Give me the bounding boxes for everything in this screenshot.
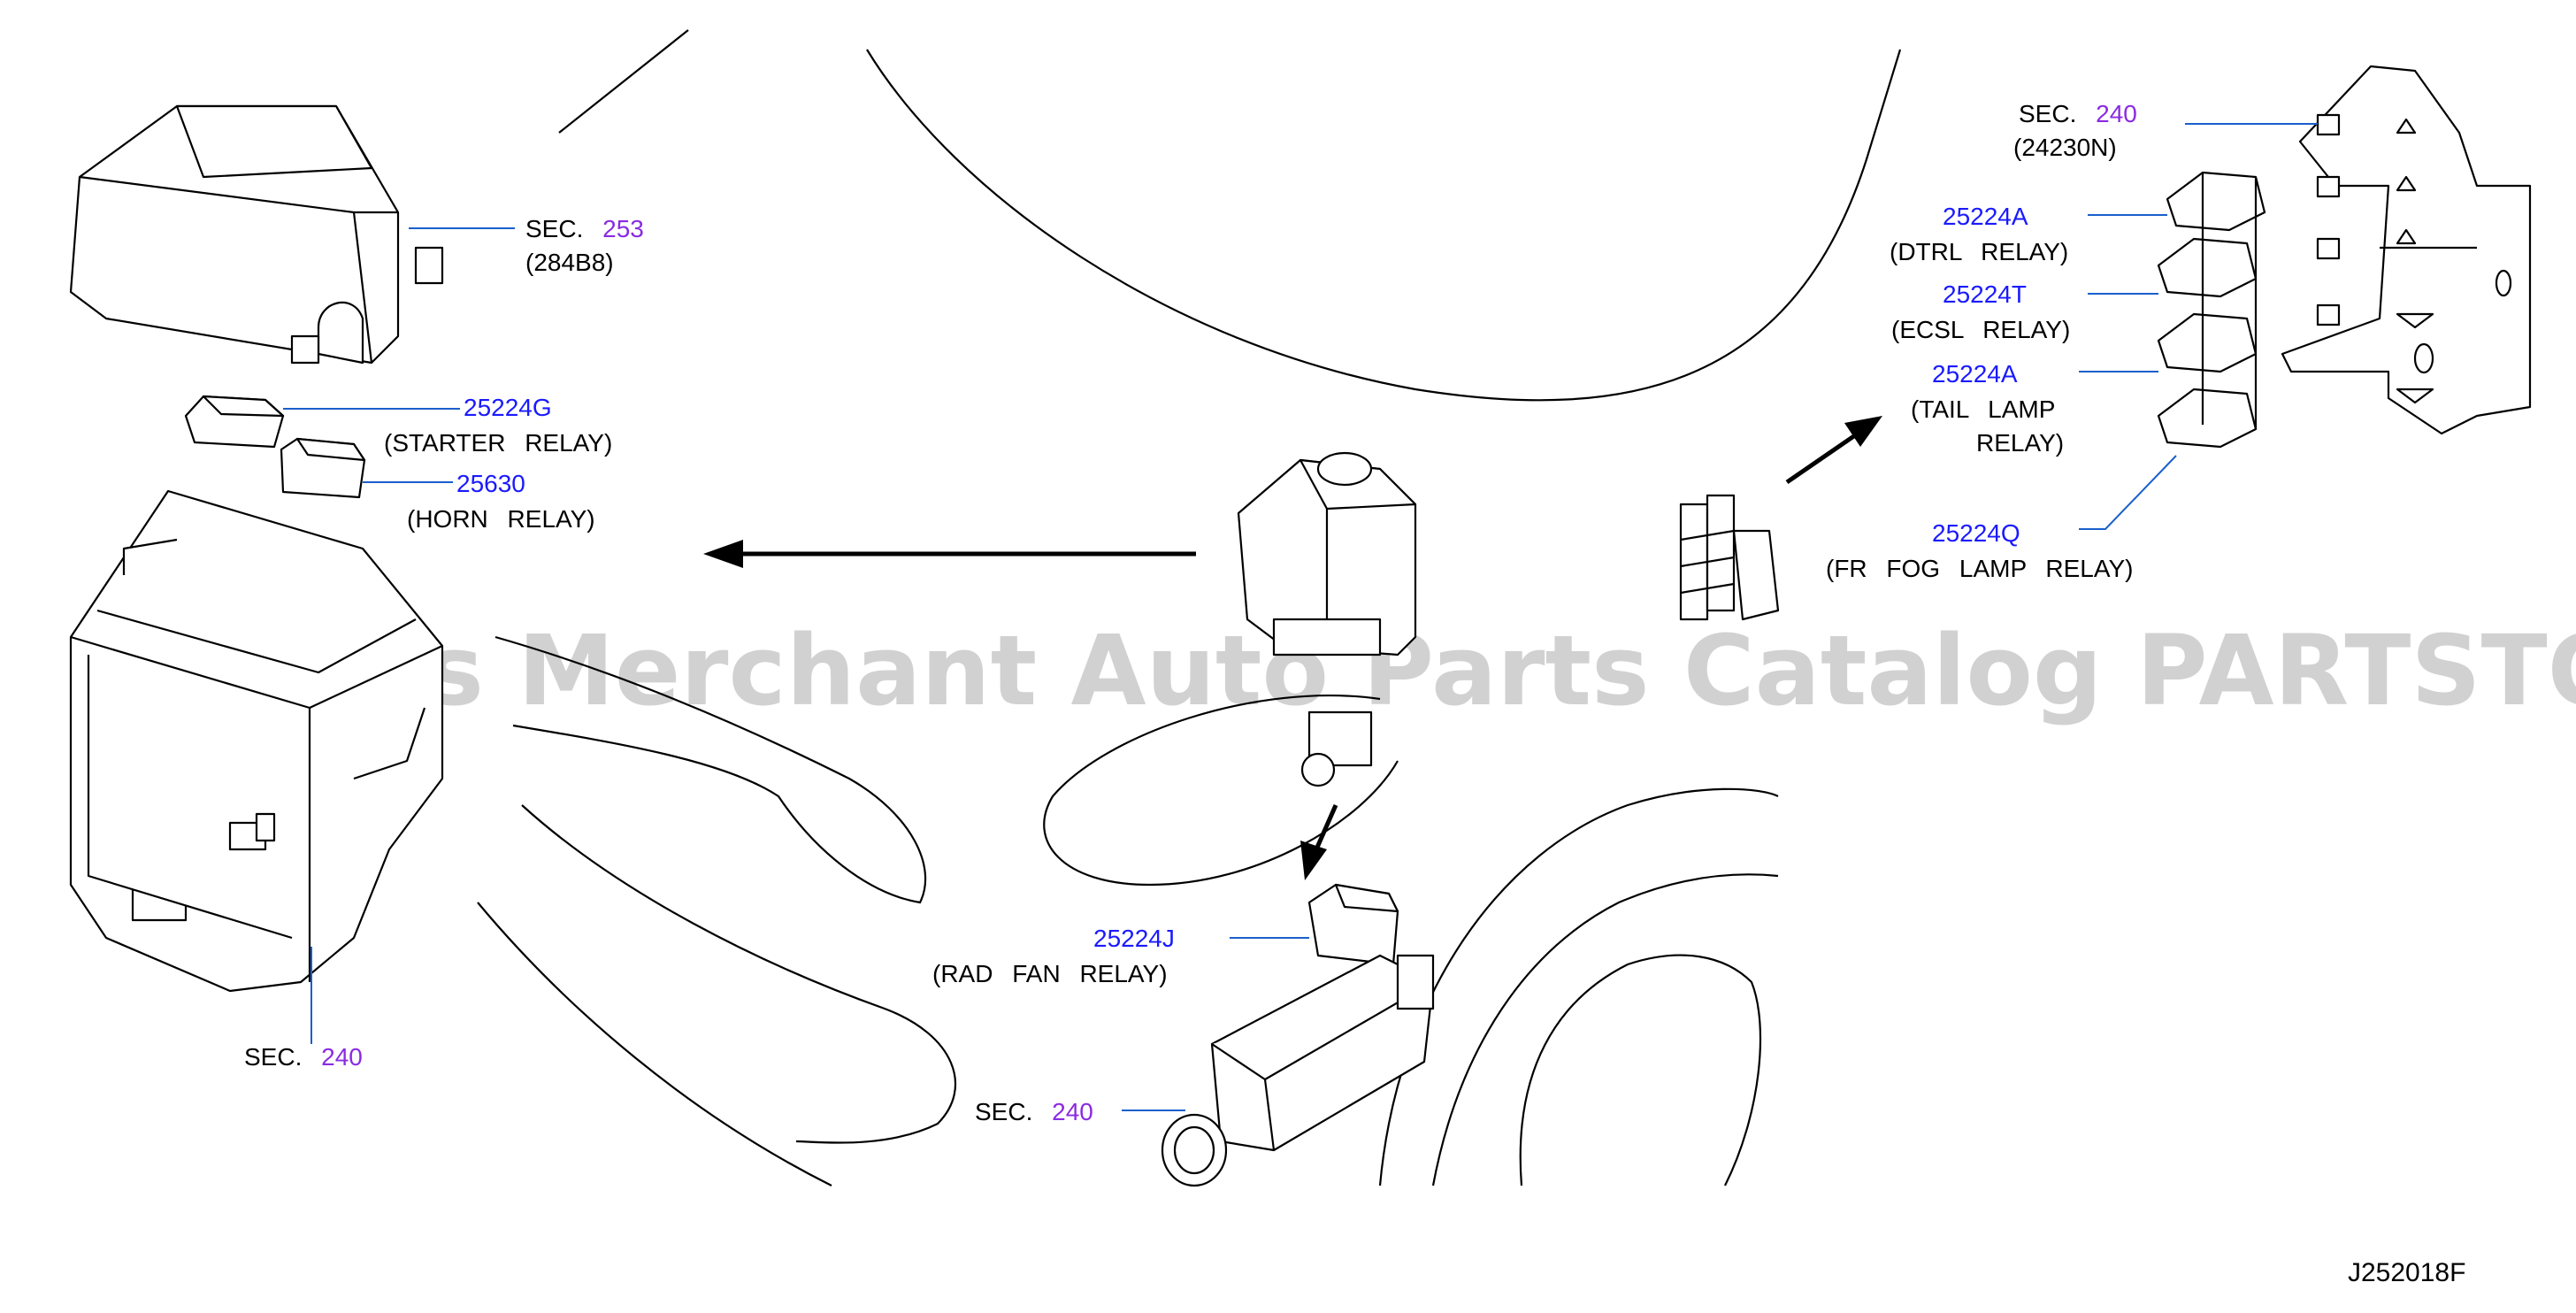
part-description: (HORN RELAY)	[407, 505, 595, 533]
fuse-box-cover	[69, 104, 444, 365]
relay-bracket	[2281, 65, 2532, 435]
part-number-link[interactable]: 25224Q	[1932, 519, 2020, 547]
part-description: (RAD FAN RELAY)	[932, 960, 1168, 987]
arrow-to-right-stack	[1785, 416, 1882, 485]
part-description-line2: RELAY)	[1976, 429, 2064, 457]
relay-stack	[2157, 171, 2266, 449]
part-number-link[interactable]: 25224J	[1093, 925, 1175, 952]
fuse-relay-box	[69, 489, 444, 993]
label-sec240-right: SEC. 240 (24230N)	[2013, 100, 2137, 161]
label-dtrl-relay: 25224A (DTRL RELAY)	[1890, 203, 2068, 265]
part-description-line1: (TAIL LAMP	[1911, 395, 2055, 423]
sec-prefix: SEC.	[975, 1098, 1032, 1125]
sec-prefix: SEC.	[2019, 100, 2076, 127]
svg-text:SEC. 240: SEC. 240	[244, 1043, 363, 1071]
part-number-link[interactable]: 25224A	[1932, 360, 2018, 388]
label-ecsl-relay: 25224T (ECSL RELAY)	[1891, 280, 2070, 343]
label-tail-lamp-relay: 25224A (TAIL LAMP RELAY)	[1911, 360, 2064, 457]
label-fog-lamp-relay: 25224Q (FR FOG LAMP RELAY)	[1826, 519, 2133, 582]
horn-relay	[280, 437, 366, 499]
part-description: (DTRL RELAY)	[1890, 238, 2068, 265]
sec-subcode: (24230N)	[2013, 134, 2117, 161]
arrow-to-left-box	[703, 540, 1196, 568]
label-sec240-left: SEC. 240	[244, 1043, 363, 1071]
part-number-link[interactable]: 25224G	[464, 394, 552, 421]
label-rad-fan-relay: 25224J (RAD FAN RELAY)	[932, 925, 1175, 987]
relay-cluster-small	[1679, 494, 1780, 621]
part-number-link[interactable]: 25630	[456, 470, 525, 497]
sec-prefix: SEC.	[525, 215, 583, 242]
svg-text:SEC. 253: SEC. 253	[525, 215, 644, 242]
sec-number-link[interactable]: 240	[2096, 100, 2137, 127]
svg-text:SEC. 240: SEC. 240	[2019, 100, 2137, 127]
sec-subcode: (284B8)	[525, 249, 614, 276]
center-relay-box	[1237, 451, 1417, 787]
sec-number-link[interactable]: 240	[1052, 1098, 1093, 1125]
rad-fan-relay-bracket	[1161, 954, 1435, 1187]
label-horn-relay: 25630 (HORN RELAY)	[407, 470, 595, 533]
diagram-reference-code: J252018F	[2348, 1258, 2465, 1287]
label-sec240-bottom: SEC. 240	[975, 1098, 1093, 1125]
svg-text:SEC. 240: SEC. 240	[975, 1098, 1093, 1125]
sec-number-link[interactable]: 240	[321, 1043, 363, 1071]
part-number-link[interactable]: 25224A	[1943, 203, 2028, 230]
arrow-to-rad-fan	[1300, 803, 1338, 880]
part-description: (ECSL RELAY)	[1891, 316, 2070, 343]
leader-fog	[2079, 455, 2177, 530]
sec-prefix: SEC.	[244, 1043, 302, 1071]
label-sec253: SEC. 253 (284B8)	[525, 215, 644, 276]
part-description: (STARTER RELAY)	[384, 429, 612, 457]
label-starter-relay: 25224G (STARTER RELAY)	[384, 394, 612, 457]
rad-fan-relay	[1307, 883, 1399, 966]
starter-relay	[184, 395, 285, 449]
part-description: (FR FOG LAMP RELAY)	[1826, 555, 2133, 582]
sec-number-link[interactable]: 253	[602, 215, 644, 242]
part-number-link[interactable]: 25224T	[1943, 280, 2027, 308]
